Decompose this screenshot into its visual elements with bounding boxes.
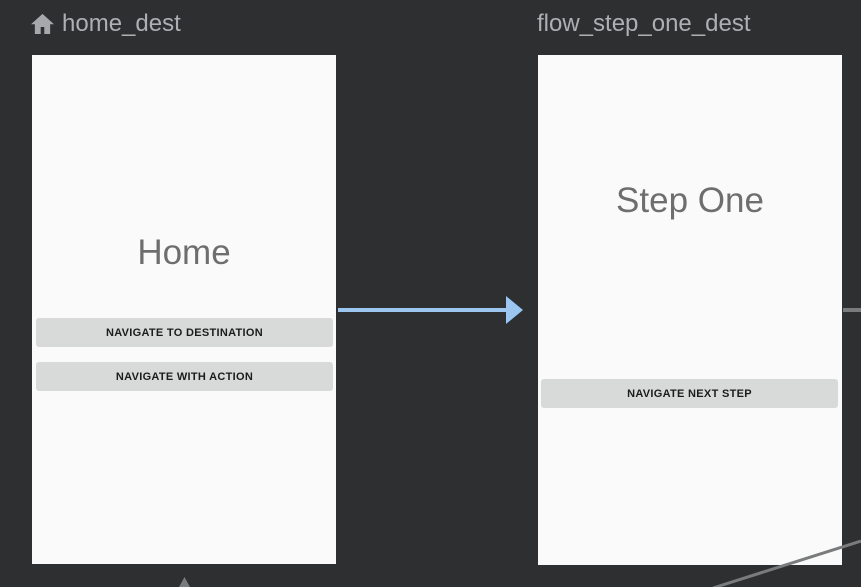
home-icon (29, 11, 56, 38)
home-icon-shape (31, 13, 54, 34)
step-one-screen-title: Step One (616, 181, 764, 220)
destination-preview-home-dest[interactable]: Home NAVIGATE TO DESTINATION NAVIGATE WI… (32, 55, 336, 564)
home-screen-title: Home (137, 233, 231, 272)
action-edge-home-to-step-one[interactable] (338, 296, 523, 324)
destination-preview-flow-step-one-dest[interactable]: Step One NAVIGATE NEXT STEP (538, 55, 842, 565)
destination-header-home-dest[interactable]: home_dest (29, 9, 181, 39)
destination-label-flow-step-one-dest: flow_step_one_dest (537, 10, 751, 37)
navigate-with-action-button: NAVIGATE WITH ACTION (36, 362, 333, 391)
navigate-next-step-button: NAVIGATE NEXT STEP (541, 379, 838, 408)
action-edge-arrowhead (506, 296, 523, 324)
destination-header-flow-step-one-dest[interactable]: flow_step_one_dest (537, 9, 751, 39)
navigate-to-destination-button: NAVIGATE TO DESTINATION (36, 318, 333, 347)
incoming-edge-arrowhead-bottom[interactable] (179, 577, 190, 587)
destination-label-home-dest: home_dest (62, 10, 181, 37)
